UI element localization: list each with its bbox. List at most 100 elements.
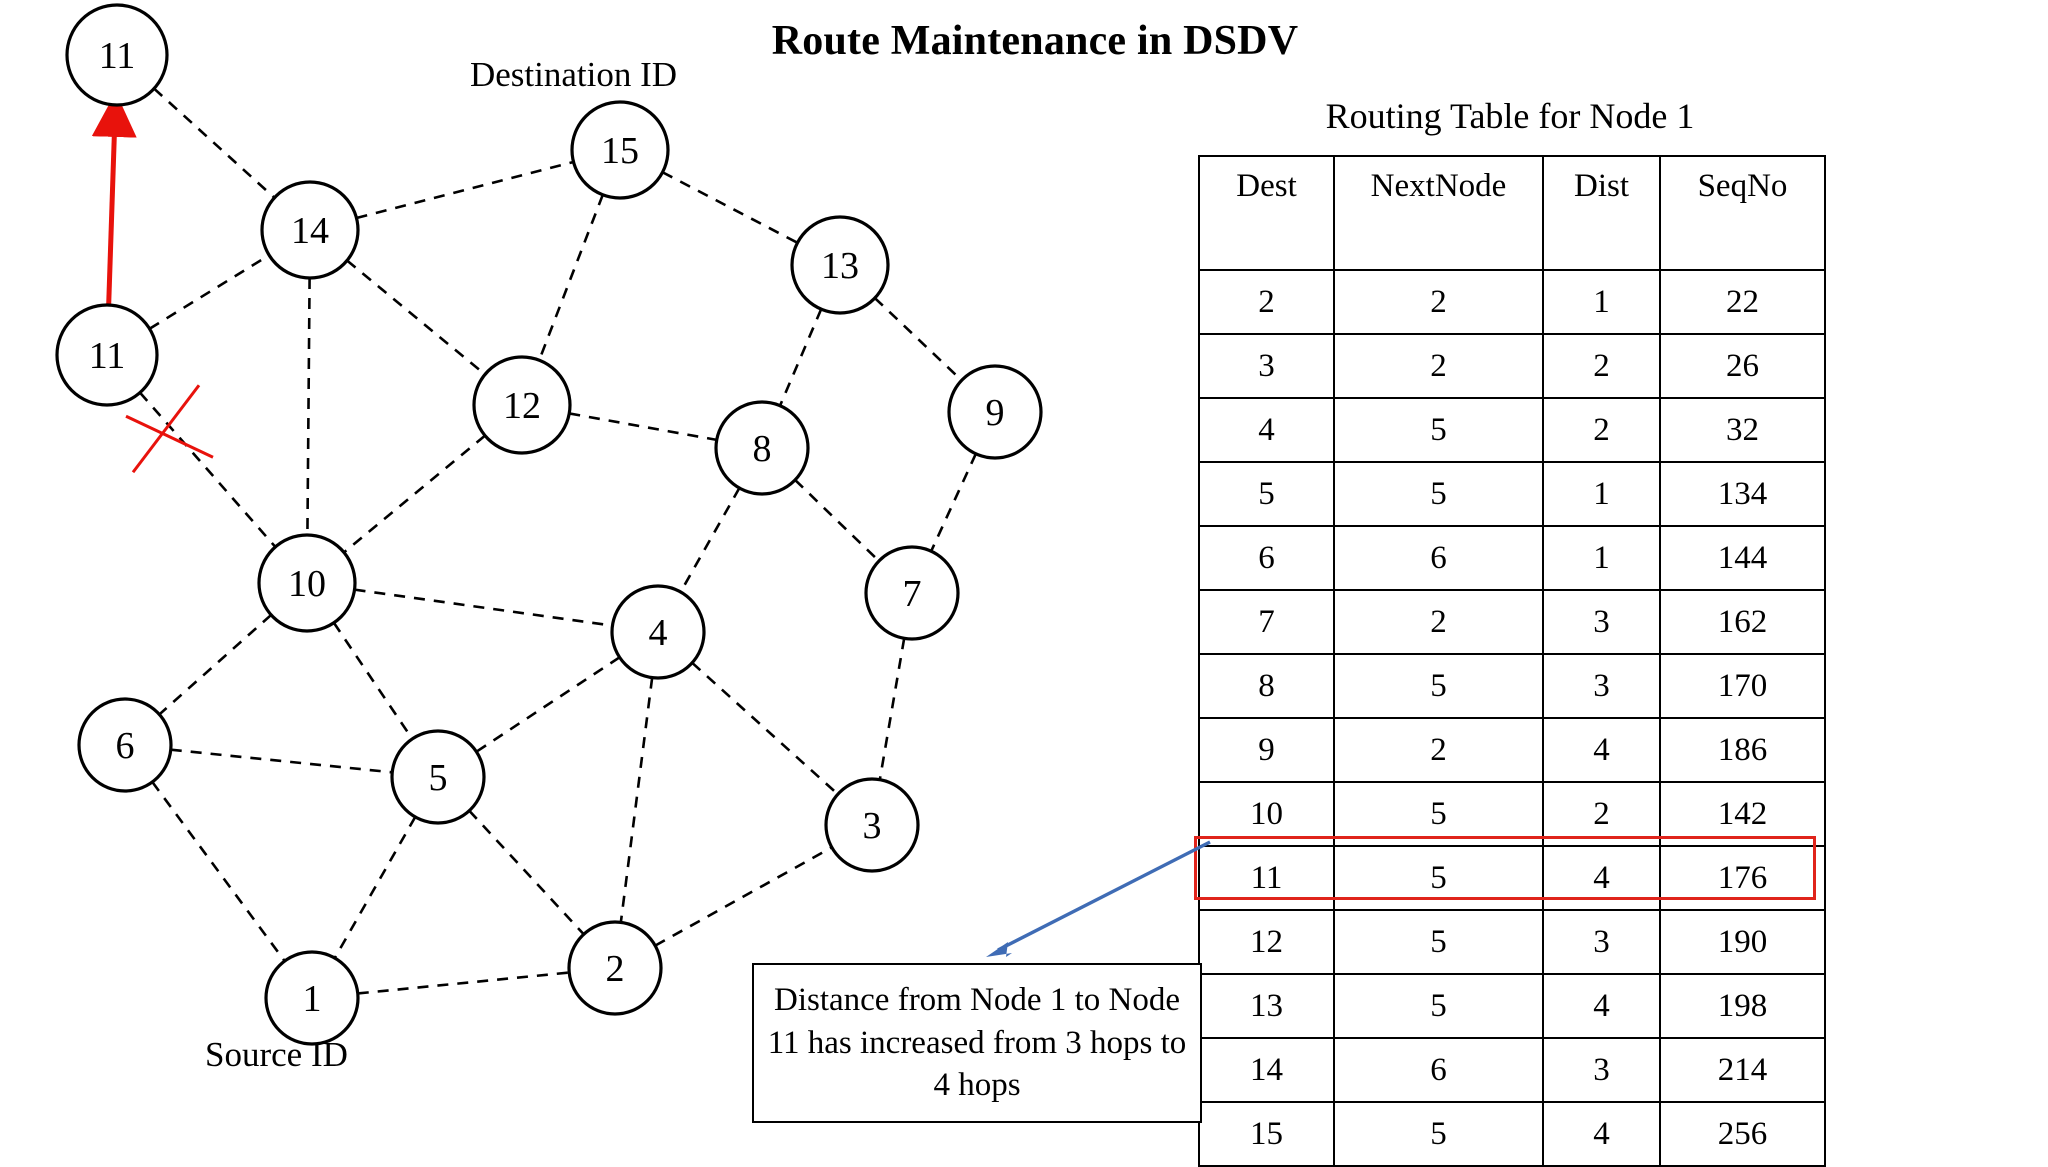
cell-dist: 1: [1542, 269, 1661, 335]
node-circle: [714, 400, 810, 496]
graph-node-10[interactable]: 10: [257, 533, 357, 633]
graph-node-13[interactable]: 13: [790, 215, 890, 315]
graph-edge: [151, 781, 286, 962]
cell-nextnode: 5: [1333, 397, 1544, 463]
graph-edge: [654, 846, 833, 947]
cell-dist: 1: [1542, 525, 1661, 591]
graph-node-6[interactable]: 6: [77, 697, 173, 793]
node-circle: [472, 355, 572, 455]
node-label: 11: [99, 35, 136, 77]
cell-nextnode: 2: [1333, 589, 1544, 655]
cell-seqno: 186: [1659, 717, 1826, 783]
graph-node-3[interactable]: 3: [824, 777, 920, 873]
node-circle: [570, 100, 670, 200]
node-label: 1: [303, 978, 322, 1020]
node-label: 6: [116, 725, 135, 767]
cell-seqno: 162: [1659, 589, 1826, 655]
graph-edge: [569, 412, 717, 442]
graph-edge: [170, 748, 393, 774]
graph-node-2[interactable]: 2: [567, 920, 663, 1016]
graph-node-1[interactable]: 1: [264, 950, 360, 1046]
cell-dest: 5: [1198, 461, 1335, 527]
cell-nextnode: 5: [1333, 781, 1544, 847]
cell-dest: 12: [1198, 909, 1335, 975]
graph-node-9[interactable]: 9: [947, 364, 1043, 460]
cell-dest: 4: [1198, 397, 1335, 463]
cell-dist: 2: [1542, 781, 1661, 847]
graph-node-11[interactable]: 11: [65, 3, 169, 107]
cell-dist: 2: [1542, 333, 1661, 399]
cell-seqno: 26: [1659, 333, 1826, 399]
graph-edge: [306, 277, 311, 536]
graph-edge: [333, 816, 417, 959]
node-circle: [65, 3, 169, 107]
node-circle: [610, 584, 706, 680]
node-circle: [790, 215, 890, 315]
graph-node-12[interactable]: 12: [472, 355, 572, 455]
graph-node-4[interactable]: 4: [610, 584, 706, 680]
cell-dest: 3: [1198, 333, 1335, 399]
cell-dist: 4: [1542, 845, 1661, 911]
cell-dest: 14: [1198, 1037, 1335, 1103]
cell-nextnode: 5: [1333, 845, 1544, 911]
cell-seqno: 176: [1659, 845, 1826, 911]
graph-edge: [346, 259, 486, 376]
graph-edge: [691, 661, 839, 796]
node-circle: [77, 697, 173, 793]
cell-seqno: 170: [1659, 653, 1826, 719]
graph-edge: [679, 487, 741, 593]
node-move-arrow-icon: [91, 91, 137, 308]
node-label: 15: [601, 130, 639, 172]
column-header-dest: Dest: [1198, 155, 1335, 271]
table-header-row: Dest NextNode Dist SeqNo: [1198, 155, 1826, 271]
graph-edge: [343, 434, 486, 554]
graph-node-11[interactable]: 11: [55, 303, 159, 407]
callout-text-box: Distance from Node 1 to Node 11 has incr…: [752, 963, 1202, 1123]
cell-dist: 4: [1542, 717, 1661, 783]
graph-edge: [619, 677, 654, 923]
cell-nextnode: 6: [1333, 1037, 1544, 1103]
cell-seqno: 32: [1659, 397, 1826, 463]
cell-nextnode: 5: [1333, 653, 1544, 719]
node-circle: [260, 180, 360, 280]
cell-seqno: 214: [1659, 1037, 1826, 1103]
graph-node-15[interactable]: 15: [570, 100, 670, 200]
cell-dist: 3: [1542, 1037, 1661, 1103]
cell-nextnode: 2: [1333, 717, 1544, 783]
cell-dest: 13: [1198, 973, 1335, 1039]
graph-node-5[interactable]: 5: [390, 729, 486, 825]
cell-dest: 6: [1198, 525, 1335, 591]
node-circle: [567, 920, 663, 1016]
node-circle: [864, 545, 960, 641]
node-circle: [257, 533, 357, 633]
cell-seqno: 22: [1659, 269, 1826, 335]
cell-nextnode: 5: [1333, 909, 1544, 975]
cell-seqno: 190: [1659, 909, 1826, 975]
graph-node-14[interactable]: 14: [260, 180, 360, 280]
cell-dist: 4: [1542, 1101, 1661, 1167]
graph-edge: [878, 638, 906, 780]
broken-link-x-icon: [125, 384, 214, 474]
graph-node-7[interactable]: 7: [864, 545, 960, 641]
graph-edge: [475, 656, 621, 753]
cell-dist: 3: [1542, 909, 1661, 975]
graph-edge: [158, 613, 273, 716]
graph-node-8[interactable]: 8: [714, 400, 810, 496]
broken-link-stroke: [125, 414, 214, 459]
node-label: 4: [649, 612, 668, 654]
